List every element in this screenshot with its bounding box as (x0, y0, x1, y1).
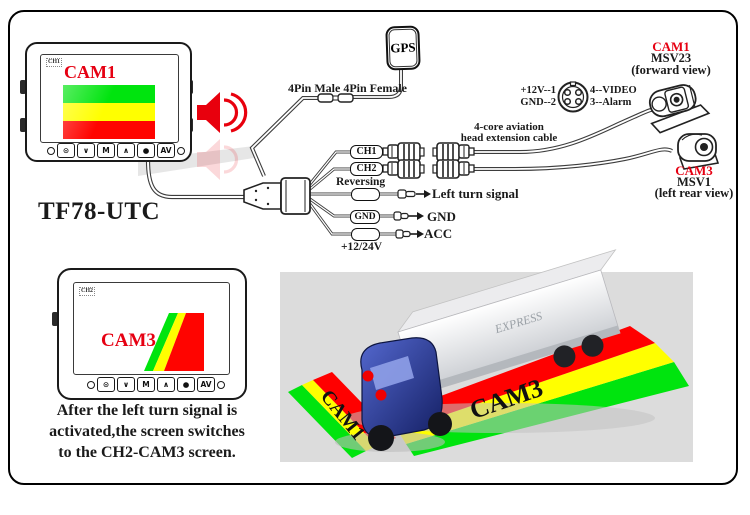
monitor2-cam-label: CAM3 (101, 330, 156, 351)
pin4-label: 4--VIDEO (590, 85, 637, 96)
monitor2: CH2 CAM3 ⊙ ∨ M ∧ ● AV (57, 268, 247, 400)
truck-cab (335, 337, 452, 452)
left-turn-label: Left turn signal (432, 186, 519, 201)
power-button: ⊙ (97, 377, 115, 392)
menu-button: M (97, 143, 115, 158)
gps-antenna: GPS (385, 25, 421, 71)
acc-label: ACC (424, 226, 453, 241)
reversing-sleeve (351, 188, 380, 201)
extension-label-line1: 4-core aviation (474, 121, 544, 133)
cam3-model: MSV1 (676, 175, 712, 189)
monitor1-channel-chip: CH1 (46, 58, 62, 67)
camera-position-dot (362, 370, 374, 382)
monitor2-channel-chip: CH2 (79, 287, 95, 296)
led-dot (47, 146, 55, 155)
pin3-label: 3--Alarm (590, 97, 632, 108)
up-button: ∧ (157, 377, 175, 392)
gnd-sleeve: GND (350, 210, 380, 224)
monitor1-mount-tab (20, 80, 26, 94)
fourpin-connector-pair (317, 93, 354, 103)
cam1-camera-drawing (648, 84, 711, 134)
av-button: AV (157, 143, 175, 158)
monitor1: CH1 CAM1 ⊙ ∨ M ∧ ● AV (25, 42, 192, 162)
fourpin-label: 4Pin Male 4Pin Female (288, 81, 407, 95)
ch2-sleeve: CH2 (350, 162, 383, 176)
menu-button: M (137, 377, 155, 392)
select-button: ● (177, 377, 195, 392)
av-button: AV (197, 377, 215, 392)
trailer: EXPRESS (396, 249, 621, 396)
extension-label-line2: head extension cable (460, 132, 558, 144)
led-dot (87, 380, 95, 389)
monitor1-screen: CH1 CAM1 (40, 54, 179, 143)
aviation-pinout (557, 81, 589, 113)
cam3-name: CAM3 (675, 163, 713, 178)
trailer-wheel (581, 334, 604, 357)
cam3-camera-drawing (677, 133, 720, 170)
monitor1-cam-label: CAM1 (64, 62, 116, 82)
outer-border (8, 10, 738, 485)
led-dot (217, 380, 225, 389)
caption-line3: to the CH2-CAM3 screen. (58, 444, 236, 461)
model-title: TF78-UTC (38, 198, 161, 225)
cam3-view: (left rear view) (654, 186, 734, 200)
pin1-label: +12V--1 (520, 85, 556, 96)
gnd-label: GND (427, 209, 456, 224)
monitor1-color-bars (63, 85, 155, 139)
cab-wheel (368, 425, 394, 451)
harness-splitter (243, 177, 311, 215)
green-bar (63, 85, 155, 103)
select-button: ● (137, 143, 155, 158)
cab-wheel (428, 412, 452, 436)
trailer-wheel (553, 345, 576, 368)
reversing-label: Reversing (336, 176, 386, 188)
truck-scene: EXPRESS CAM1 CAM3 (288, 249, 689, 458)
led-dot (177, 146, 185, 155)
windshield (370, 356, 414, 390)
down-button: ∨ (77, 143, 95, 158)
up-button: ∧ (117, 143, 135, 158)
ch1-sleeve: CH1 (350, 145, 383, 159)
cam1-view: (forward view) (631, 63, 711, 77)
monitor2-buttons: ⊙ ∨ M ∧ ● AV (87, 377, 225, 392)
yellow-bar (63, 103, 155, 121)
camera-position-dot (375, 389, 387, 401)
power-sleeve (351, 228, 380, 241)
ch1-connectors (382, 142, 475, 162)
cam1-model: MSV23 (650, 51, 692, 65)
caption-line1: After the left turn signal is (56, 402, 238, 419)
monitor2-color-bars (144, 313, 204, 371)
down-button: ∨ (117, 377, 135, 392)
caption-line2: activated,the screen switches (49, 423, 245, 440)
monitor2-screen: CH2 CAM3 (73, 282, 230, 375)
signal-plugs (393, 189, 416, 239)
power-button: ⊙ (57, 143, 75, 158)
power-label: +12/24V (341, 241, 383, 253)
speaker-icon (197, 92, 248, 180)
gps-label: GPS (388, 28, 418, 68)
cam1-name: CAM1 (652, 39, 690, 54)
red-bar (63, 121, 155, 139)
ch2-connectors (382, 159, 475, 179)
monitor1-mount-tab (20, 118, 26, 132)
monitor2-mount-tab (52, 312, 58, 326)
monitor-reflection (138, 146, 254, 176)
pin2-label: GND--2 (520, 97, 556, 108)
monitor1-buttons: ⊙ ∨ M ∧ ● AV (47, 143, 185, 158)
